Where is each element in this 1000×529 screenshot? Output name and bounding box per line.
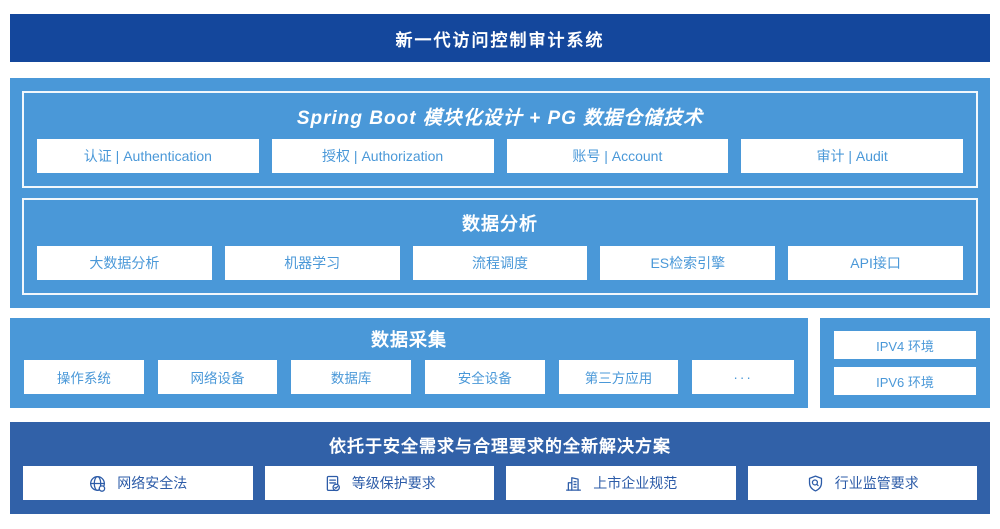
module-bigdata-analysis: 大数据分析 bbox=[37, 246, 212, 280]
module-audit: 审计 | Audit bbox=[741, 139, 963, 173]
module-authorization: 授权 | Authorization bbox=[271, 139, 494, 173]
module-operating-system: 操作系统 bbox=[24, 360, 144, 394]
solution-title: 依托于安全需求与合理要求的全新解决方案 bbox=[329, 436, 671, 456]
env-ipv4: IPV4 环境 bbox=[834, 331, 976, 359]
module-es-search-engine: ES检索引擎 bbox=[600, 246, 776, 280]
analysis-module-row: 大数据分析 机器学习 流程调度 ES检索引擎 API接口 bbox=[37, 246, 963, 280]
page-title: 新一代访问控制审计系统 bbox=[395, 30, 605, 50]
system-title-banner: 新一代访问控制审计系统 bbox=[10, 14, 990, 62]
document-check-icon bbox=[323, 474, 342, 493]
solution-item-label: 等级保护要求 bbox=[351, 475, 436, 491]
analysis-layer-title: 数据分析 bbox=[462, 214, 538, 234]
analysis-layer: 数据分析 大数据分析 机器学习 流程调度 ES检索引擎 API接口 bbox=[22, 198, 978, 295]
globe-icon bbox=[88, 474, 107, 493]
solution-listed-company: 上市企业规范 bbox=[506, 466, 736, 500]
platform-layer: Spring Boot 模块化设计 + PG 数据仓储技术 认证 | Authe… bbox=[22, 91, 978, 188]
module-security-device: 安全设备 bbox=[424, 360, 545, 394]
module-third-party-app: 第三方应用 bbox=[558, 360, 679, 394]
solution-item-label: 网络安全法 bbox=[117, 475, 188, 491]
module-machine-learning: 机器学习 bbox=[224, 246, 400, 280]
core-system-section: Spring Boot 模块化设计 + PG 数据仓储技术 认证 | Authe… bbox=[10, 78, 990, 308]
solution-network-security-law: 网络安全法 bbox=[23, 466, 253, 500]
collection-env-section: 数据采集 操作系统 网络设备 数据库 安全设备 第三方应用 ··· IPV4 环… bbox=[10, 318, 990, 408]
platform-module-row: 认证 | Authentication 授权 | Authorization 账… bbox=[37, 139, 963, 173]
collection-layer: 数据采集 操作系统 网络设备 数据库 安全设备 第三方应用 ··· bbox=[10, 318, 808, 408]
solution-section: 依托于安全需求与合理要求的全新解决方案 网络安全法 bbox=[10, 422, 990, 514]
module-database: 数据库 bbox=[291, 360, 411, 394]
module-authentication: 认证 | Authentication bbox=[37, 139, 259, 173]
solution-grade-protection: 等级保护要求 bbox=[264, 466, 494, 500]
collection-layer-title: 数据采集 bbox=[371, 330, 447, 350]
building-icon bbox=[564, 474, 583, 493]
solution-item-label: 行业监管要求 bbox=[834, 475, 919, 491]
collection-module-row: 操作系统 网络设备 数据库 安全设备 第三方应用 ··· bbox=[24, 360, 794, 394]
solution-industry-regulation: 行业监管要求 bbox=[747, 466, 977, 500]
environment-panel: IPV4 环境 IPV6 环境 bbox=[820, 318, 990, 408]
module-process-scheduling: 流程调度 bbox=[412, 246, 588, 280]
module-api-interface: API接口 bbox=[788, 246, 963, 280]
platform-layer-title: Spring Boot 模块化设计 + PG 数据仓储技术 bbox=[296, 107, 704, 129]
module-more-ellipsis: ··· bbox=[692, 360, 794, 394]
architecture-diagram: 新一代访问控制审计系统 Spring Boot 模块化设计 + PG 数据仓储技… bbox=[0, 14, 1000, 529]
solution-item-row: 网络安全法 等级保护要求 bbox=[23, 466, 977, 500]
module-account: 账号 | Account bbox=[506, 139, 729, 173]
env-ipv6: IPV6 环境 bbox=[834, 367, 976, 395]
solution-item-label: 上市企业规范 bbox=[593, 475, 678, 491]
module-network-device: 网络设备 bbox=[157, 360, 278, 394]
shield-search-icon bbox=[806, 474, 825, 493]
